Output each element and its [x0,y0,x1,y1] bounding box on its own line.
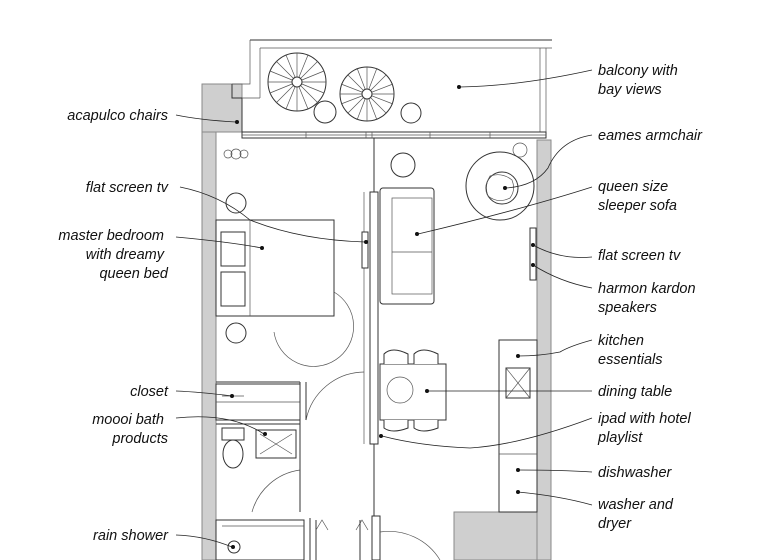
side-table-balcony-2 [400,102,422,124]
side-table-balcony [313,100,337,124]
left-exterior-wall [201,83,217,560]
interior-walls [215,138,441,560]
nightstand-lamp-bottom [225,322,247,344]
label-washer-dryer: washer and dryer [598,497,677,532]
walls [201,83,552,560]
label-flat-screen-tv-living: flat screen tv [598,248,681,264]
living-furniture [379,142,538,513]
label-master-bedroom: master bedroom with dreamy queen bed [58,228,169,282]
label-moooi-bath-products: moooi bath products [92,412,168,447]
pillow-bottom [220,271,246,307]
label-closet: closet [130,384,169,400]
labels-right: balcony with bay views eames armchair qu… [597,63,703,532]
nightstand-lamp-top [225,192,247,214]
label-acapulco-chairs: acapulco chairs [67,108,168,124]
label-balcony: balcony with bay views [598,63,682,98]
label-kitchen-essentials: kitchen essentials [598,333,662,368]
kitchen-counter [498,339,538,513]
balcony-wall-stub [201,83,243,133]
bottom-wall-block [453,511,538,560]
bedroom-furniture [215,148,369,367]
acapulco-chair-right [339,66,395,122]
tv-living [529,227,537,281]
balcony [231,39,552,139]
sleeper-sofa [379,187,435,305]
labels-left: acapulco chairs flat screen tv master be… [58,108,169,544]
pillow-top [220,231,246,267]
label-harmon-kardon-speakers: harmon kardon speakers [598,281,700,316]
label-eames-armchair: eames armchair [598,128,703,144]
label-flat-screen-tv-bedroom: flat screen tv [86,180,169,196]
tv-bedroom [361,231,369,269]
leaders-right [379,69,593,506]
label-dishwasher: dishwasher [598,465,673,481]
toilet [222,439,244,469]
leaders-left [175,114,368,549]
label-ipad-playlist: ipad with hotel playlist [597,411,695,446]
label-rain-shower: rain shower [93,528,169,544]
label-sleeper-sofa: queen size sleeper sofa [598,179,677,214]
acapulco-chair-left [267,52,327,112]
label-dining-table: dining table [598,384,672,400]
